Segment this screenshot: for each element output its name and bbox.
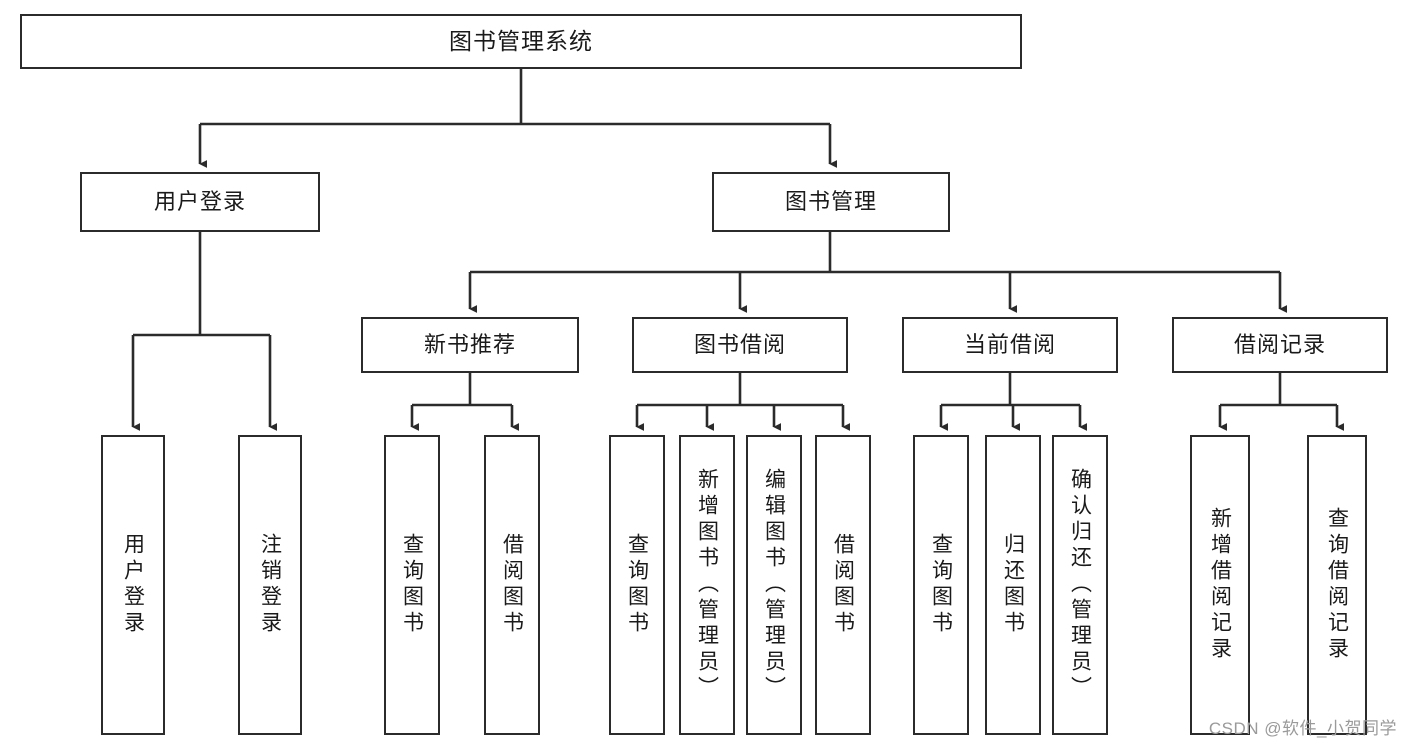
- node-leaf-confirm-return-label: 确认归还（管理员）: [1068, 468, 1092, 702]
- node-leaf-query-book-2-label: 查询图书: [625, 533, 649, 637]
- node-leaf-user-login-label: 用户登录: [121, 533, 145, 637]
- node-leaf-query-book-1[interactable]: 查询图书: [384, 435, 440, 735]
- node-leaf-borrow-book-2-label: 借阅图书: [831, 533, 855, 637]
- node-leaf-query-book-1-label: 查询图书: [400, 533, 424, 637]
- node-book-borrow-label: 图书借阅: [693, 331, 786, 357]
- node-book-manage[interactable]: 图书管理: [712, 172, 950, 232]
- node-root-label: 图书管理系统: [449, 27, 593, 54]
- csdn-watermark: CSDN @软件_小贺同学: [1208, 719, 1397, 738]
- node-leaf-edit-book[interactable]: 编辑图书（管理员）: [746, 435, 802, 735]
- node-new-book-recommend-label: 新书推荐: [423, 331, 516, 357]
- node-new-book-recommend[interactable]: 新书推荐: [361, 317, 579, 373]
- node-borrow-record[interactable]: 借阅记录: [1172, 317, 1388, 373]
- node-book-borrow[interactable]: 图书借阅: [632, 317, 848, 373]
- node-root-system[interactable]: 图书管理系统: [20, 14, 1022, 69]
- node-leaf-logout[interactable]: 注销登录: [238, 435, 302, 735]
- node-leaf-add-record-label: 新增借阅记录: [1208, 507, 1232, 663]
- node-borrow-record-label: 借阅记录: [1233, 331, 1326, 357]
- node-leaf-query-record-label: 查询借阅记录: [1325, 507, 1349, 663]
- node-leaf-add-book-label: 新增图书（管理员）: [695, 468, 719, 702]
- node-user-login[interactable]: 用户登录: [80, 172, 320, 232]
- node-leaf-return-book[interactable]: 归还图书: [985, 435, 1041, 735]
- node-leaf-query-record[interactable]: 查询借阅记录: [1307, 435, 1367, 735]
- node-leaf-confirm-return[interactable]: 确认归还（管理员）: [1052, 435, 1108, 735]
- node-leaf-edit-book-label: 编辑图书（管理员）: [762, 468, 786, 702]
- node-leaf-query-book-2[interactable]: 查询图书: [609, 435, 665, 735]
- node-leaf-logout-label: 注销登录: [258, 533, 282, 637]
- node-book-manage-label: 图书管理: [784, 188, 877, 214]
- node-leaf-add-record[interactable]: 新增借阅记录: [1190, 435, 1250, 735]
- node-current-borrow-label: 当前借阅: [963, 331, 1056, 357]
- node-leaf-query-book-3-label: 查询图书: [929, 533, 953, 637]
- node-leaf-return-book-label: 归还图书: [1001, 533, 1025, 637]
- node-current-borrow[interactable]: 当前借阅: [902, 317, 1118, 373]
- node-leaf-borrow-book-1[interactable]: 借阅图书: [484, 435, 540, 735]
- node-leaf-query-book-3[interactable]: 查询图书: [913, 435, 969, 735]
- node-leaf-add-book[interactable]: 新增图书（管理员）: [679, 435, 735, 735]
- node-leaf-borrow-book-1-label: 借阅图书: [500, 533, 524, 637]
- node-leaf-borrow-book-2[interactable]: 借阅图书: [815, 435, 871, 735]
- node-user-login-label: 用户登录: [153, 188, 246, 214]
- node-leaf-user-login[interactable]: 用户登录: [101, 435, 165, 735]
